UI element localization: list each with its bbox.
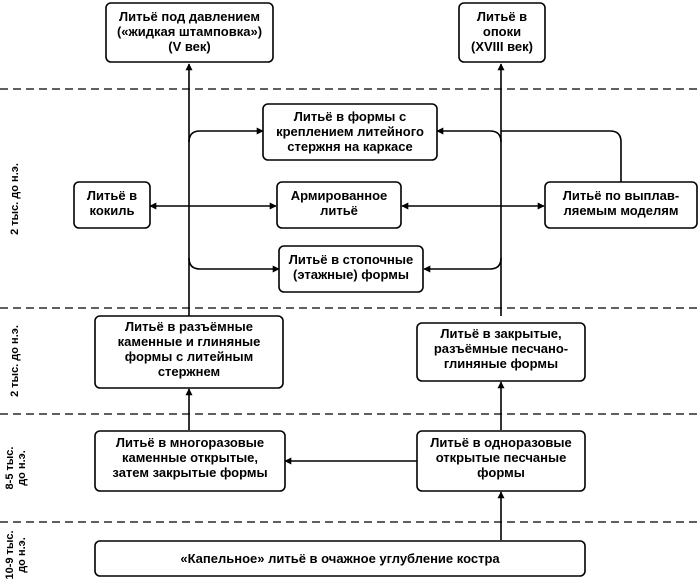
- node-text-line: стержня на каркасе: [287, 139, 412, 154]
- node-text-line: каменные открытые,: [122, 450, 258, 465]
- arrow-right-to-stacked: [423, 257, 502, 273]
- period-label-line: до н.э.: [16, 450, 28, 486]
- node-text-line: Литьё под давлением: [119, 9, 260, 24]
- node-text-line: Литьё в формы с: [294, 109, 406, 124]
- node-investment-casting: Литьё по выплав-ляемым моделям: [544, 181, 698, 229]
- node-text-line: Армированное: [291, 188, 388, 203]
- node-text-line: (этажные) формы: [293, 267, 409, 282]
- period-label-line: до н.э.: [16, 537, 28, 573]
- node-text-line: затем закрытые формы: [112, 465, 267, 480]
- diagram-boxes: Литьё под давлением(«жидкая штамповка»)(…: [73, 2, 698, 577]
- period-label-2-thousand-bc-upper: 2 тыс. до н.э.: [9, 163, 21, 235]
- period-label-8-5-thousand-bc: 8-5 тыс.до н.э.: [4, 447, 28, 490]
- period-label-line: 2 тыс. до н.э.: [9, 325, 21, 397]
- node-text-line: литьё: [320, 203, 358, 218]
- node-text-line: глиняные формы: [444, 356, 558, 371]
- arrow-to-stacked-forms: [188, 257, 280, 273]
- node-text-line: открытые песчаные: [436, 450, 567, 465]
- node-text-line: формы с литейным: [125, 349, 254, 364]
- node-closed-sand-forms: Литьё в закрытые,разъёмные песчано-глиня…: [416, 322, 586, 382]
- node-text-line: (V век): [168, 39, 211, 54]
- node-text-line: формы: [477, 465, 525, 480]
- node-stacked-forms-text: Литьё в стопочные(этажные) формы: [289, 252, 413, 282]
- node-text-line: («жидкая штамповка»): [117, 24, 262, 39]
- node-text-line: Литьё в закрытые,: [440, 326, 561, 341]
- node-pressure-casting-text: Литьё под давлением(«жидкая штамповка»)(…: [117, 9, 262, 54]
- node-text-line: Литьё по выплав-: [563, 188, 679, 203]
- node-text-line: Литьё в многоразовые: [116, 435, 264, 450]
- node-text-line: стержнем: [158, 364, 220, 379]
- node-text-line: Литьё в одноразовые: [430, 435, 571, 450]
- node-text-line: Литьё в стопочные: [289, 252, 413, 267]
- node-pressure-casting: Литьё под давлением(«жидкая штамповка»)(…: [105, 2, 274, 63]
- period-label-line: 2 тыс. до н.э.: [9, 163, 21, 235]
- node-text-line: кокиль: [89, 203, 134, 218]
- node-text-line: Литьё в: [477, 9, 527, 24]
- node-drip-casting-text: «Капельное» литьё в очажное углубление к…: [180, 551, 500, 566]
- node-text-line: Литьё в разъёмные: [125, 319, 253, 334]
- arrow-to-core-frame: [188, 127, 264, 143]
- node-text-line: каменные и глиняные: [118, 334, 261, 349]
- node-text-line: ляемым моделям: [563, 203, 678, 218]
- node-text-line: Литьё в: [87, 188, 137, 203]
- period-label-line: 8-5 тыс.: [4, 447, 16, 490]
- period-label-10-9-thousand-bc: 10-9 тыс.до н.э.: [4, 530, 28, 579]
- node-closed-sand-forms-text: Литьё в закрытые,разъёмные песчано-глиня…: [434, 326, 568, 371]
- node-drip-casting: «Капельное» литьё в очажное углубление к…: [94, 540, 586, 577]
- period-labels: 2 тыс. до н.э. 2 тыс. до н.э. 8-5 тыс.до…: [4, 163, 28, 579]
- node-text-line: (XVIII век): [471, 39, 533, 54]
- node-stacked-forms: Литьё в стопочные(этажные) формы: [278, 245, 424, 293]
- connectors: [149, 63, 622, 540]
- arrow-right-to-core-frame: [436, 127, 502, 143]
- node-investment-casting-text: Литьё по выплав-ляемым моделям: [563, 188, 679, 218]
- node-text-line: разъёмные песчано-: [434, 341, 568, 356]
- node-text-line: «Капельное» литьё в очажное углубление к…: [180, 551, 500, 566]
- period-label-line: 10-9 тыс.: [4, 530, 16, 579]
- node-text-line: креплением литейного: [276, 124, 424, 139]
- period-label-2-thousand-bc-lower: 2 тыс. до н.э.: [9, 325, 21, 397]
- node-text-line: опоки: [483, 24, 521, 39]
- line-investment-to-trunk: [501, 130, 622, 182]
